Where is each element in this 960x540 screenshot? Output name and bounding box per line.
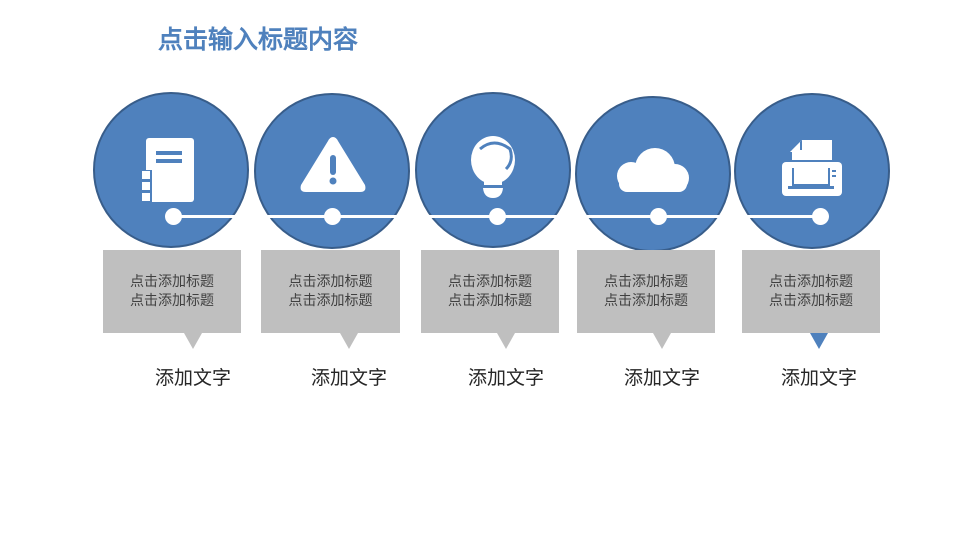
timeline-line	[745, 215, 817, 218]
box-pointer-5	[810, 333, 828, 349]
step-label-3[interactable]: 添加文字	[467, 367, 544, 389]
box-title-line: 点击添加标题	[288, 292, 373, 309]
warning-icon	[300, 137, 366, 192]
step-box-5[interactable]: 点击添加标题 点击添加标题	[742, 250, 880, 333]
timeline-line	[180, 215, 240, 218]
notebook-icon	[142, 138, 194, 204]
step-box-3[interactable]: 点击添加标题 点击添加标题	[421, 250, 559, 333]
page-title: 点击输入标题内容	[158, 25, 359, 54]
box-title-line: 点击添加标题	[448, 292, 532, 309]
step-label-4[interactable]: 添加文字	[623, 367, 700, 389]
timeline-dot-4	[650, 208, 667, 225]
box-pointer-3	[497, 333, 515, 349]
step-box-2[interactable]: 点击添加标题 点击添加标题	[261, 250, 400, 333]
box-title-line: 点击添加标题	[448, 273, 532, 290]
lightbulb-icon	[471, 136, 515, 198]
timeline-dot-3	[489, 208, 506, 225]
step-label-2[interactable]: 添加文字	[310, 367, 387, 389]
timeline-dot-2	[324, 208, 341, 225]
step-label-5[interactable]: 添加文字	[780, 367, 857, 389]
timeline-dot-1	[165, 208, 182, 225]
box-pointer-1	[184, 333, 202, 349]
step-box-4[interactable]: 点击添加标题 点击添加标题	[577, 250, 715, 333]
box-title-line: 点击添加标题	[130, 292, 214, 309]
box-title-line: 点击添加标题	[769, 273, 853, 290]
step-box-1[interactable]: 点击添加标题 点击添加标题	[103, 250, 241, 333]
box-pointer-2	[340, 333, 358, 349]
box-title-line: 点击添加标题	[769, 292, 853, 309]
box-title-line: 点击添加标题	[604, 292, 688, 309]
box-title-line: 点击添加标题	[604, 273, 688, 290]
box-pointer-4	[653, 333, 671, 349]
timeline-dot-5	[812, 208, 829, 225]
box-title-line: 点击添加标题	[130, 273, 214, 290]
step-label-1[interactable]: 添加文字	[154, 367, 231, 389]
printer-icon	[782, 140, 842, 196]
box-title-line: 点击添加标题	[288, 273, 373, 290]
cloud-icon	[617, 148, 689, 192]
